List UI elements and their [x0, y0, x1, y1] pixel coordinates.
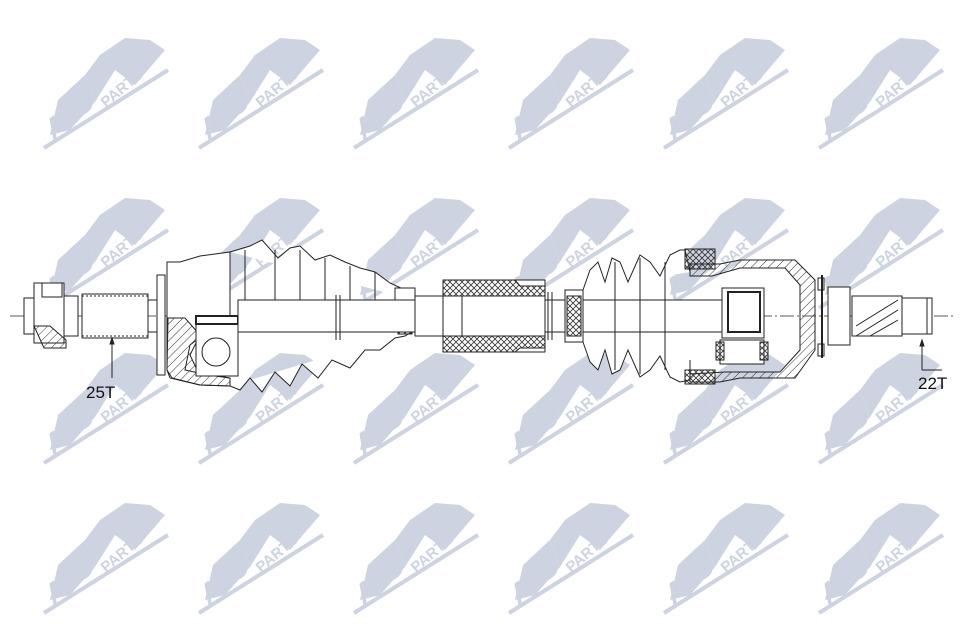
vibration-damper: [442, 279, 546, 353]
spline-leaders: [109, 336, 942, 378]
outer-cv-joint: [156, 251, 239, 387]
right-spline-stub: [817, 275, 933, 358]
left-spline-count-label: 25T: [86, 383, 116, 402]
middle-shaft-segment: [544, 289, 584, 343]
inner-tripod-housing: [684, 248, 816, 385]
main-shaft: [237, 295, 446, 340]
left-spline-stub: [81, 293, 158, 339]
right-spline-count-label: 22T: [918, 374, 948, 393]
hub-nut: [23, 282, 79, 349]
